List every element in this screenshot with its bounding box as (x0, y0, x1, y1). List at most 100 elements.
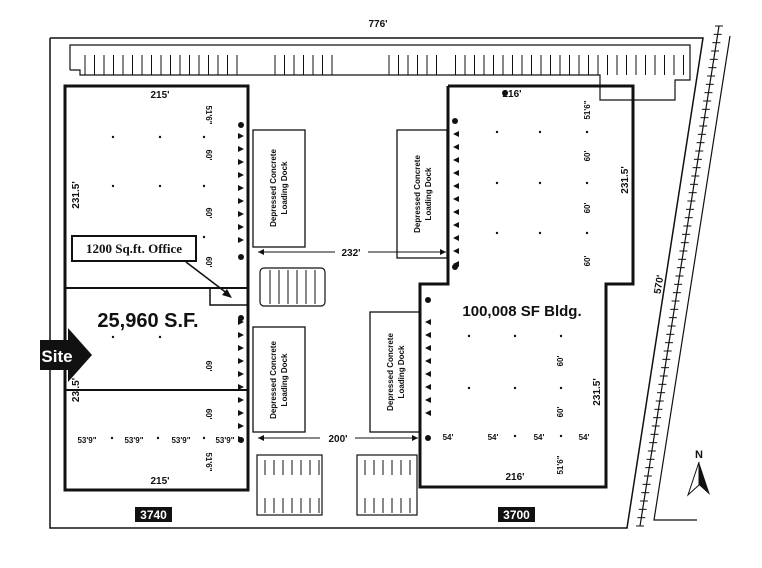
dock-door-icon (238, 371, 244, 377)
dim-drive-south: 200' (328, 434, 347, 445)
dock-door-icon (238, 358, 244, 364)
dim-3700-bay-bottom: 51'6" (556, 455, 565, 474)
dim-3700-width-top: 216' (502, 89, 521, 100)
column-dot (495, 181, 499, 185)
dimension-lines (258, 251, 446, 439)
dock-label-line2: Loading Dock (280, 353, 289, 406)
dock-label-line2: Loading Dock (280, 161, 289, 214)
dock-door-icon (238, 172, 244, 178)
column-dot (158, 335, 162, 339)
loading-dock-label: Depressed Concrete Loading Dock (269, 341, 289, 419)
dock-door-icon (453, 170, 459, 176)
dock-door-icon (453, 144, 459, 150)
dim-3700-bay-60a: 60' (583, 151, 592, 162)
dim-3700-bay-60e: 60' (556, 407, 565, 418)
column-dot (202, 184, 206, 188)
dock-door-icon (425, 410, 431, 416)
column-dot (202, 235, 206, 239)
dim-3740-bay-60e: 60' (204, 409, 213, 420)
dim-3740-bay-bottom: 51'6" (204, 452, 213, 471)
dim-3700-bay-60d: 60' (556, 356, 565, 367)
dimension-arrowhead (258, 435, 264, 441)
building-3700 (418, 84, 635, 489)
dim-east-frontage: 570' (652, 274, 666, 295)
column-dot (495, 130, 499, 134)
dimension-arrowhead (440, 249, 446, 255)
dock-door-icon (238, 410, 244, 416)
column-dot (202, 135, 206, 139)
column-dot (559, 334, 563, 338)
dock-label-line1: Depressed Concrete (386, 333, 395, 411)
column-dot (559, 434, 563, 438)
dock-label-line1: Depressed Concrete (269, 149, 278, 227)
column-dot (110, 436, 114, 440)
col-spacing-3740: 53'9" (215, 436, 234, 445)
dock-door-icon (453, 157, 459, 163)
dock-label-line1: Depressed Concrete (269, 341, 278, 419)
dim-3700-depth-lower: 231.5' (592, 378, 603, 405)
column-dot (513, 434, 517, 438)
dim-3740-width-bottom: 215' (150, 476, 169, 487)
dock-door-icon (238, 146, 244, 152)
column-dot (467, 334, 471, 338)
dim-3740-depth-lower: 23'.5' (71, 378, 82, 402)
office-callout: 1200 Sq.ft. Office (71, 235, 232, 298)
dock-door-icon (425, 358, 431, 364)
column-marker (238, 315, 244, 321)
column-dot (111, 184, 115, 188)
loading-dock-label: Depressed Concrete Loading Dock (269, 149, 289, 227)
dock-door-icon (238, 332, 244, 338)
dim-3700-depth-upper: 231.5' (620, 166, 631, 193)
column-marker (425, 435, 431, 441)
dock-label-line1: Depressed Concrete (413, 155, 422, 233)
dock-door-icon (238, 211, 244, 217)
dim-top-frontage: 776' (368, 19, 387, 30)
dimension-arrowhead (258, 249, 264, 255)
col-spacing-3740: 53'9" (124, 436, 143, 445)
north-arrow-icon: N (686, 449, 710, 497)
dock-label-line2: Loading Dock (424, 167, 433, 220)
column-dot (111, 335, 115, 339)
column-dot (111, 135, 115, 139)
column-dot (202, 436, 206, 440)
dock-door-icon (453, 196, 459, 202)
dimension-arrowhead (412, 435, 418, 441)
column-dot (538, 130, 542, 134)
dim-3740-bay-60d: 60' (204, 361, 213, 372)
column-marker (452, 118, 458, 124)
address-badge-3740: 3740 (135, 507, 172, 522)
column-dot (513, 386, 517, 390)
col-spacing-3700: 54' (579, 433, 590, 442)
dim-3700-bay-60c: 60' (583, 256, 592, 267)
parking-north (69, 44, 691, 101)
column-dot (585, 181, 589, 185)
column-dot (585, 231, 589, 235)
dim-drive-north: 232' (341, 248, 360, 259)
dim-3700-bay-top: 51'6" (583, 100, 592, 119)
col-spacing-3700: 54' (443, 433, 454, 442)
column-dot (559, 386, 563, 390)
dock-door-icon (425, 332, 431, 338)
dock-door-icon (238, 185, 244, 191)
dock-door-icon (238, 159, 244, 165)
dock-door-icon (425, 371, 431, 377)
dock-door-icon (238, 133, 244, 139)
column-dot (538, 231, 542, 235)
dock-door-icon (238, 237, 244, 243)
dock-door-icon (238, 198, 244, 204)
column-dot (158, 135, 162, 139)
dim-3700-bay-60b: 60' (583, 203, 592, 214)
dim-3740-width-top: 215' (150, 90, 169, 101)
column-marker (425, 297, 431, 303)
column-dot (467, 386, 471, 390)
dock-door-icon (238, 397, 244, 403)
dim-3740-bay-60b: 60' (204, 208, 213, 219)
dim-3740-bay-60c: 60' (204, 257, 213, 268)
dim-3700-width-bottom: 216' (505, 472, 524, 483)
dock-door-icon (453, 183, 459, 189)
col-spacing-3740: 53'9" (77, 436, 96, 445)
dock-door-icon (453, 248, 459, 254)
dock-label-line2: Loading Dock (397, 345, 406, 398)
dock-door-icon (238, 423, 244, 429)
